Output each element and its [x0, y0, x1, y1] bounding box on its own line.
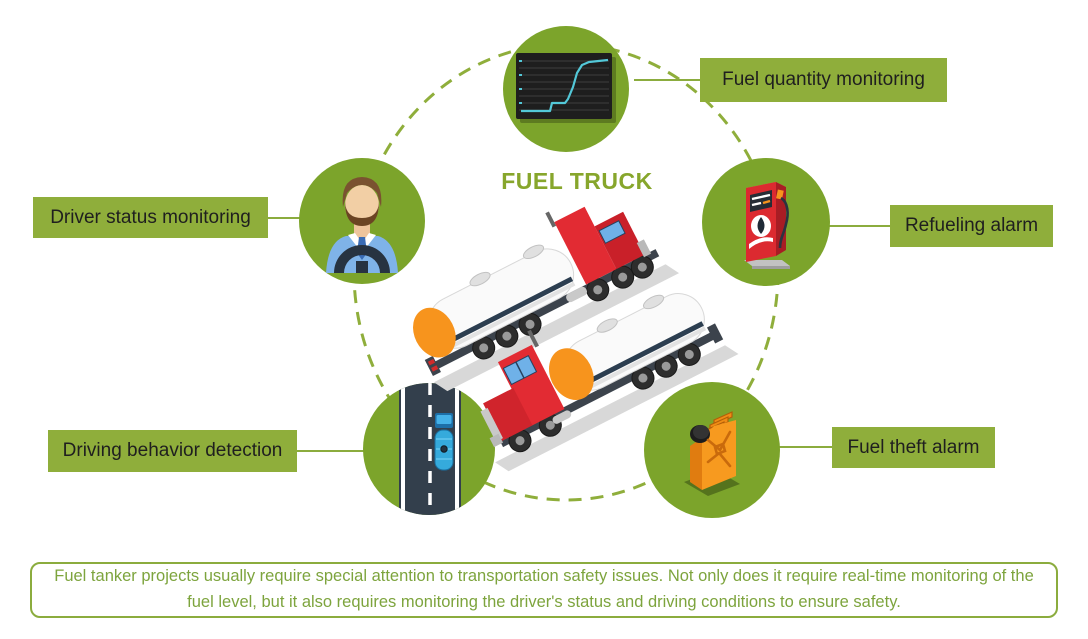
label-fuel-theft: Fuel theft alarm	[832, 427, 995, 468]
road-truck-icon	[399, 383, 461, 515]
node-circle-fuel-quantity	[503, 26, 629, 152]
driver-avatar-icon	[326, 177, 398, 273]
label-driving-behavior: Driving behavior detection	[48, 430, 297, 472]
node-circle-fuel-theft	[644, 382, 780, 518]
label-driver-status: Driver status monitoring	[33, 197, 268, 238]
label-refueling: Refueling alarm	[890, 205, 1053, 247]
top-view-tanker	[434, 413, 454, 471]
safety-note: Fuel tanker projects usually require spe…	[30, 562, 1058, 618]
tanker-truck-rear	[413, 206, 680, 392]
fuel-pump-icon	[744, 182, 790, 269]
node-circle-driver-status	[299, 158, 425, 284]
label-fuel-quantity: Fuel quantity monitoring	[700, 58, 947, 102]
fuel-level-chart-icon	[516, 53, 616, 123]
diagram-title: FUEL TRUCK	[501, 168, 653, 194]
jerry-can-icon	[684, 411, 740, 496]
node-circle-refueling	[702, 158, 830, 286]
node-circle-driving-behavior	[363, 383, 495, 515]
